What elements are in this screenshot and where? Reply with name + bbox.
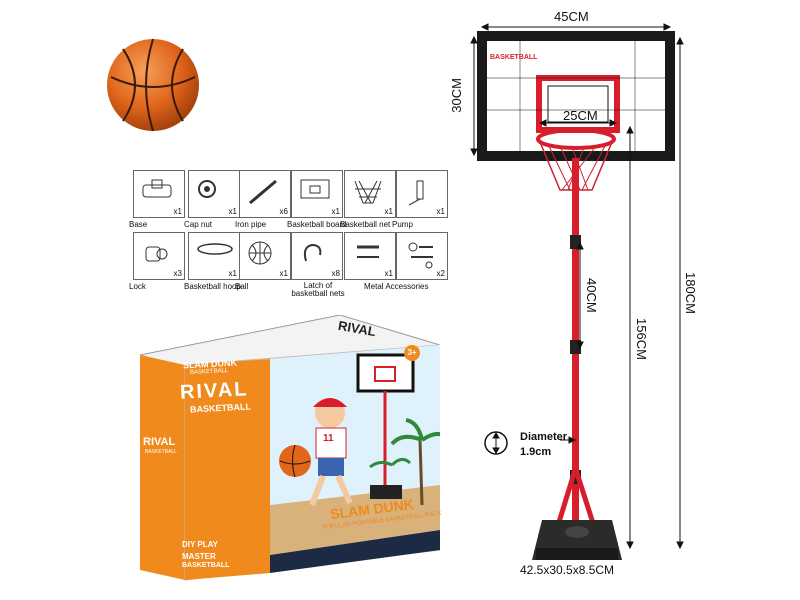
jersey-number: 11 <box>323 433 334 444</box>
hoop-diameter-label: 25CM <box>563 108 598 123</box>
pump-icon <box>403 177 437 212</box>
part-qty: x6 <box>279 207 288 216</box>
box-diy: DIY PLAY <box>182 540 219 549</box>
age-badge: 3+ <box>404 345 420 361</box>
hoop-icon <box>195 239 235 264</box>
part-qty: x1 <box>384 269 393 278</box>
part-qty: x1 <box>228 269 237 278</box>
part-basketball-board: x1 <box>291 170 343 218</box>
part-caption: Metal Accessories <box>364 282 429 291</box>
cap-nut-icon <box>195 177 219 206</box>
base-size-label: 42.5x30.5x8.5CM <box>520 563 615 577</box>
part-extra-11: x2 <box>396 232 448 280</box>
part-caption: Basketball board <box>287 220 347 229</box>
upper-segment-label: 40CM <box>584 278 599 313</box>
part-qty: x2 <box>436 269 445 278</box>
box-master: MASTER <box>182 552 216 561</box>
pole-diameter-title: Diameter <box>520 431 568 443</box>
package-box <box>140 315 440 581</box>
lock-icon <box>140 239 170 270</box>
box-master-sub: BASKETBALL <box>182 562 230 569</box>
part-cap-nut: x1 <box>188 170 240 218</box>
part-basketball-net: x1 <box>344 170 396 218</box>
box-side-brand: RIVAL <box>143 436 176 448</box>
net-icon <box>351 177 385 212</box>
part-caption: Base <box>129 220 148 229</box>
pole-height-label: 156CM <box>634 318 649 360</box>
board-brand-text: BASKETBALL <box>490 54 538 61</box>
part-base: x1 <box>133 170 185 218</box>
part-metal-accessories: x1 <box>344 232 396 280</box>
part-qty: x1 <box>173 207 182 216</box>
pole-diameter-value: 1.9cm <box>520 446 552 458</box>
part-caption: Ball <box>235 282 249 291</box>
latch-icon <box>298 239 328 272</box>
part-qty: x1 <box>279 269 288 278</box>
part-caption: Cap nut <box>184 220 213 229</box>
part-caption: Basketball hoop <box>184 282 241 291</box>
total-height-label: 180CM <box>683 272 698 314</box>
part-basketball-hoop: x1 <box>188 232 240 280</box>
wrench-icon <box>351 239 385 270</box>
part-caption: Basketball net <box>340 220 391 229</box>
part-qty: x3 <box>173 269 182 278</box>
board-width-label: 45CM <box>554 9 589 24</box>
part-ball: x1 <box>239 232 291 280</box>
part-caption: Latch of basketball nets <box>291 281 345 298</box>
box-brand: RIVAL <box>179 378 250 404</box>
iron-pipe-icon <box>246 177 280 212</box>
part-qty: x1 <box>436 207 445 216</box>
part-qty: x1 <box>384 207 393 216</box>
base-icon <box>140 177 174 206</box>
part-qty: x1 <box>228 207 237 216</box>
part-caption: Iron pipe <box>235 220 267 229</box>
board-icon <box>298 177 332 206</box>
basketball-stand <box>477 31 675 560</box>
basketball-icon <box>107 38 199 132</box>
part-caption: Lock <box>129 282 146 291</box>
part-caption: Pump <box>392 220 413 229</box>
ball-icon <box>246 239 274 272</box>
screws-icon <box>403 239 437 274</box>
part-iron-pipe: x6 <box>239 170 291 218</box>
part-lock: x3 <box>133 232 185 280</box>
part-qty: x8 <box>331 269 340 278</box>
part-latch-of-basketball-nets: x8 <box>291 232 343 280</box>
box-side-sub: BASKETBALL <box>145 449 177 455</box>
board-height-label: 30CM <box>449 78 464 113</box>
part-qty: x1 <box>331 207 340 216</box>
part-pump: x1 <box>396 170 448 218</box>
